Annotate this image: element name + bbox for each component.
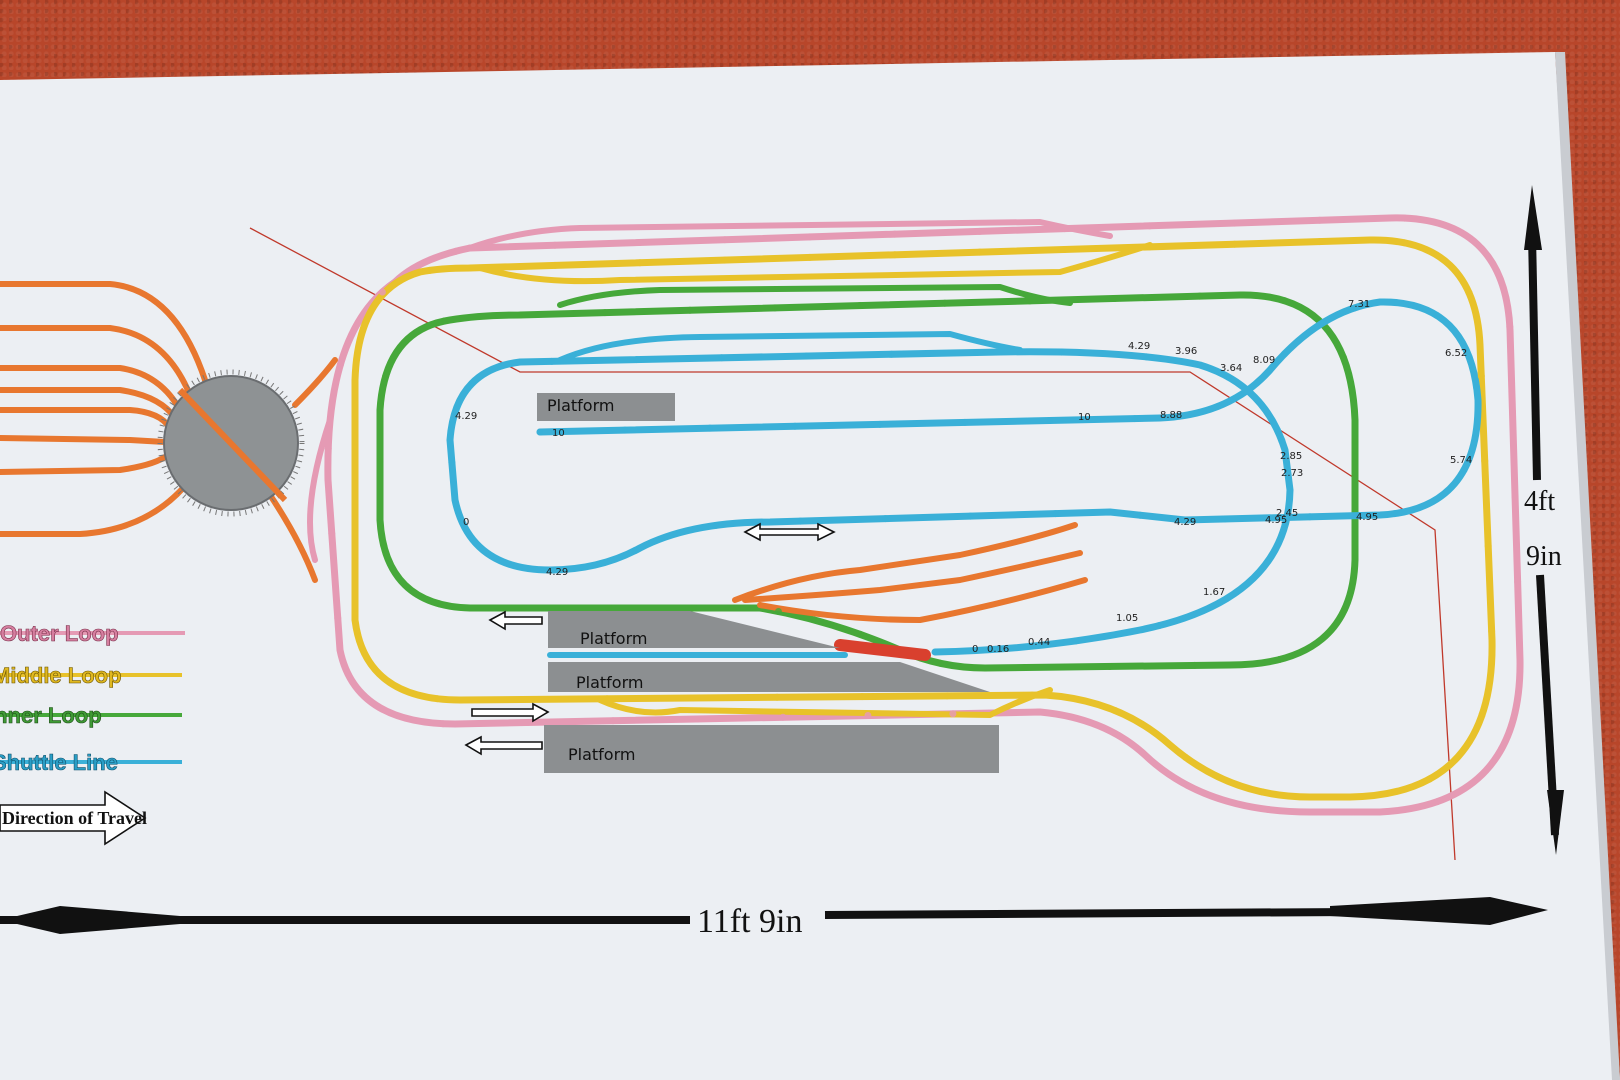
marker: 2.45: [1276, 508, 1298, 519]
legend-inner-loop: Inner Loop: [0, 703, 182, 728]
legend-outer-loop-label: Outer Loop: [0, 621, 119, 646]
direction-arrow-icon: [0, 790, 147, 846]
platforms: Platform Platform Platform Platform: [537, 393, 999, 773]
marker: 4.95: [1356, 512, 1378, 523]
marker: 5.74: [1450, 455, 1472, 466]
platform-top: Platform: [537, 393, 675, 421]
marker: 0: [972, 644, 978, 655]
marker: 2.85: [1280, 451, 1302, 462]
platform-middle-1-label: Platform: [580, 629, 647, 648]
direction-arrow-icon: [464, 735, 543, 756]
legend-inner-loop-label: Inner Loop: [0, 703, 102, 728]
height-label-in: 9in: [1526, 541, 1562, 572]
marker: 0.44: [1028, 637, 1050, 648]
junction-crossover: [834, 639, 931, 661]
dimension-arrow-icon: [0, 906, 180, 934]
width-label: 11ft 9in: [697, 903, 802, 940]
dimension-arrow-icon: [1547, 790, 1564, 855]
legend-middle-loop: Middle Loop: [0, 663, 182, 688]
shuttle-markers: 4.29 3.96 3.64 8.09 7.31 6.52 5.74 4.95 …: [455, 299, 1472, 655]
legend: Outer Loop Middle Loop Inner Loop Shuttl…: [0, 621, 185, 846]
legend-shuttle-line: Shuttle Line: [0, 750, 182, 775]
direction-arrow-icon: [743, 522, 836, 542]
legend-direction: Direction of Travel: [0, 790, 147, 846]
marker: 2.73: [1281, 468, 1303, 479]
legend-outer-loop: Outer Loop: [0, 621, 185, 646]
marker: 6.52: [1445, 348, 1467, 359]
yard-sidings: [732, 522, 1088, 623]
marker: 4.29: [1128, 341, 1150, 352]
legend-middle-loop-label: Middle Loop: [0, 663, 122, 688]
inner-loop-track: [376, 284, 1359, 672]
outer-loop-track: [307, 214, 1524, 816]
marker: 0.16: [987, 644, 1009, 655]
marker: 4.29: [455, 411, 477, 422]
paper-sheet: [0, 52, 1620, 1080]
direction-arrow-icon: [488, 610, 543, 631]
marker: 4.29: [1174, 517, 1196, 528]
marker: 1.05: [1116, 613, 1138, 624]
turntable-yard: [0, 281, 338, 583]
marker: 4.95: [1265, 515, 1287, 526]
height-label-ft: 4ft: [1524, 486, 1555, 517]
marker: 4.29: [546, 567, 568, 578]
platform-middle-2-label: Platform: [576, 673, 643, 692]
marker: 3.96: [1175, 346, 1197, 357]
height-dimension: 4ft 9in: [1524, 185, 1564, 855]
platform-bottom: Platform: [544, 725, 999, 773]
marker: 3.64: [1220, 363, 1242, 374]
direction-arrows: [464, 522, 836, 756]
marker: 8.88: [1160, 410, 1182, 421]
platform-bottom-label: Platform: [568, 745, 635, 764]
paper-shadow: [1555, 52, 1620, 1080]
marker: 10: [1078, 412, 1091, 423]
marker: 8.09: [1253, 355, 1275, 366]
platform-middle-1: Platform: [548, 611, 840, 648]
marker: 10: [552, 428, 565, 439]
platform-top-label: Platform: [547, 396, 614, 415]
platform-middle-2: Platform: [548, 662, 990, 692]
dimension-arrow-icon: [1524, 185, 1542, 250]
dimension-arrow-icon: [1330, 897, 1548, 925]
marker: 1.67: [1203, 587, 1225, 598]
width-dimension: 11ft 9in: [0, 897, 1548, 940]
marker: 7.31: [1348, 299, 1370, 310]
legend-shuttle-line-label: Shuttle Line: [0, 750, 118, 775]
legend-direction-label: Direction of Travel: [2, 808, 147, 828]
marker: 0: [463, 517, 469, 528]
direction-arrow-icon: [471, 702, 550, 723]
